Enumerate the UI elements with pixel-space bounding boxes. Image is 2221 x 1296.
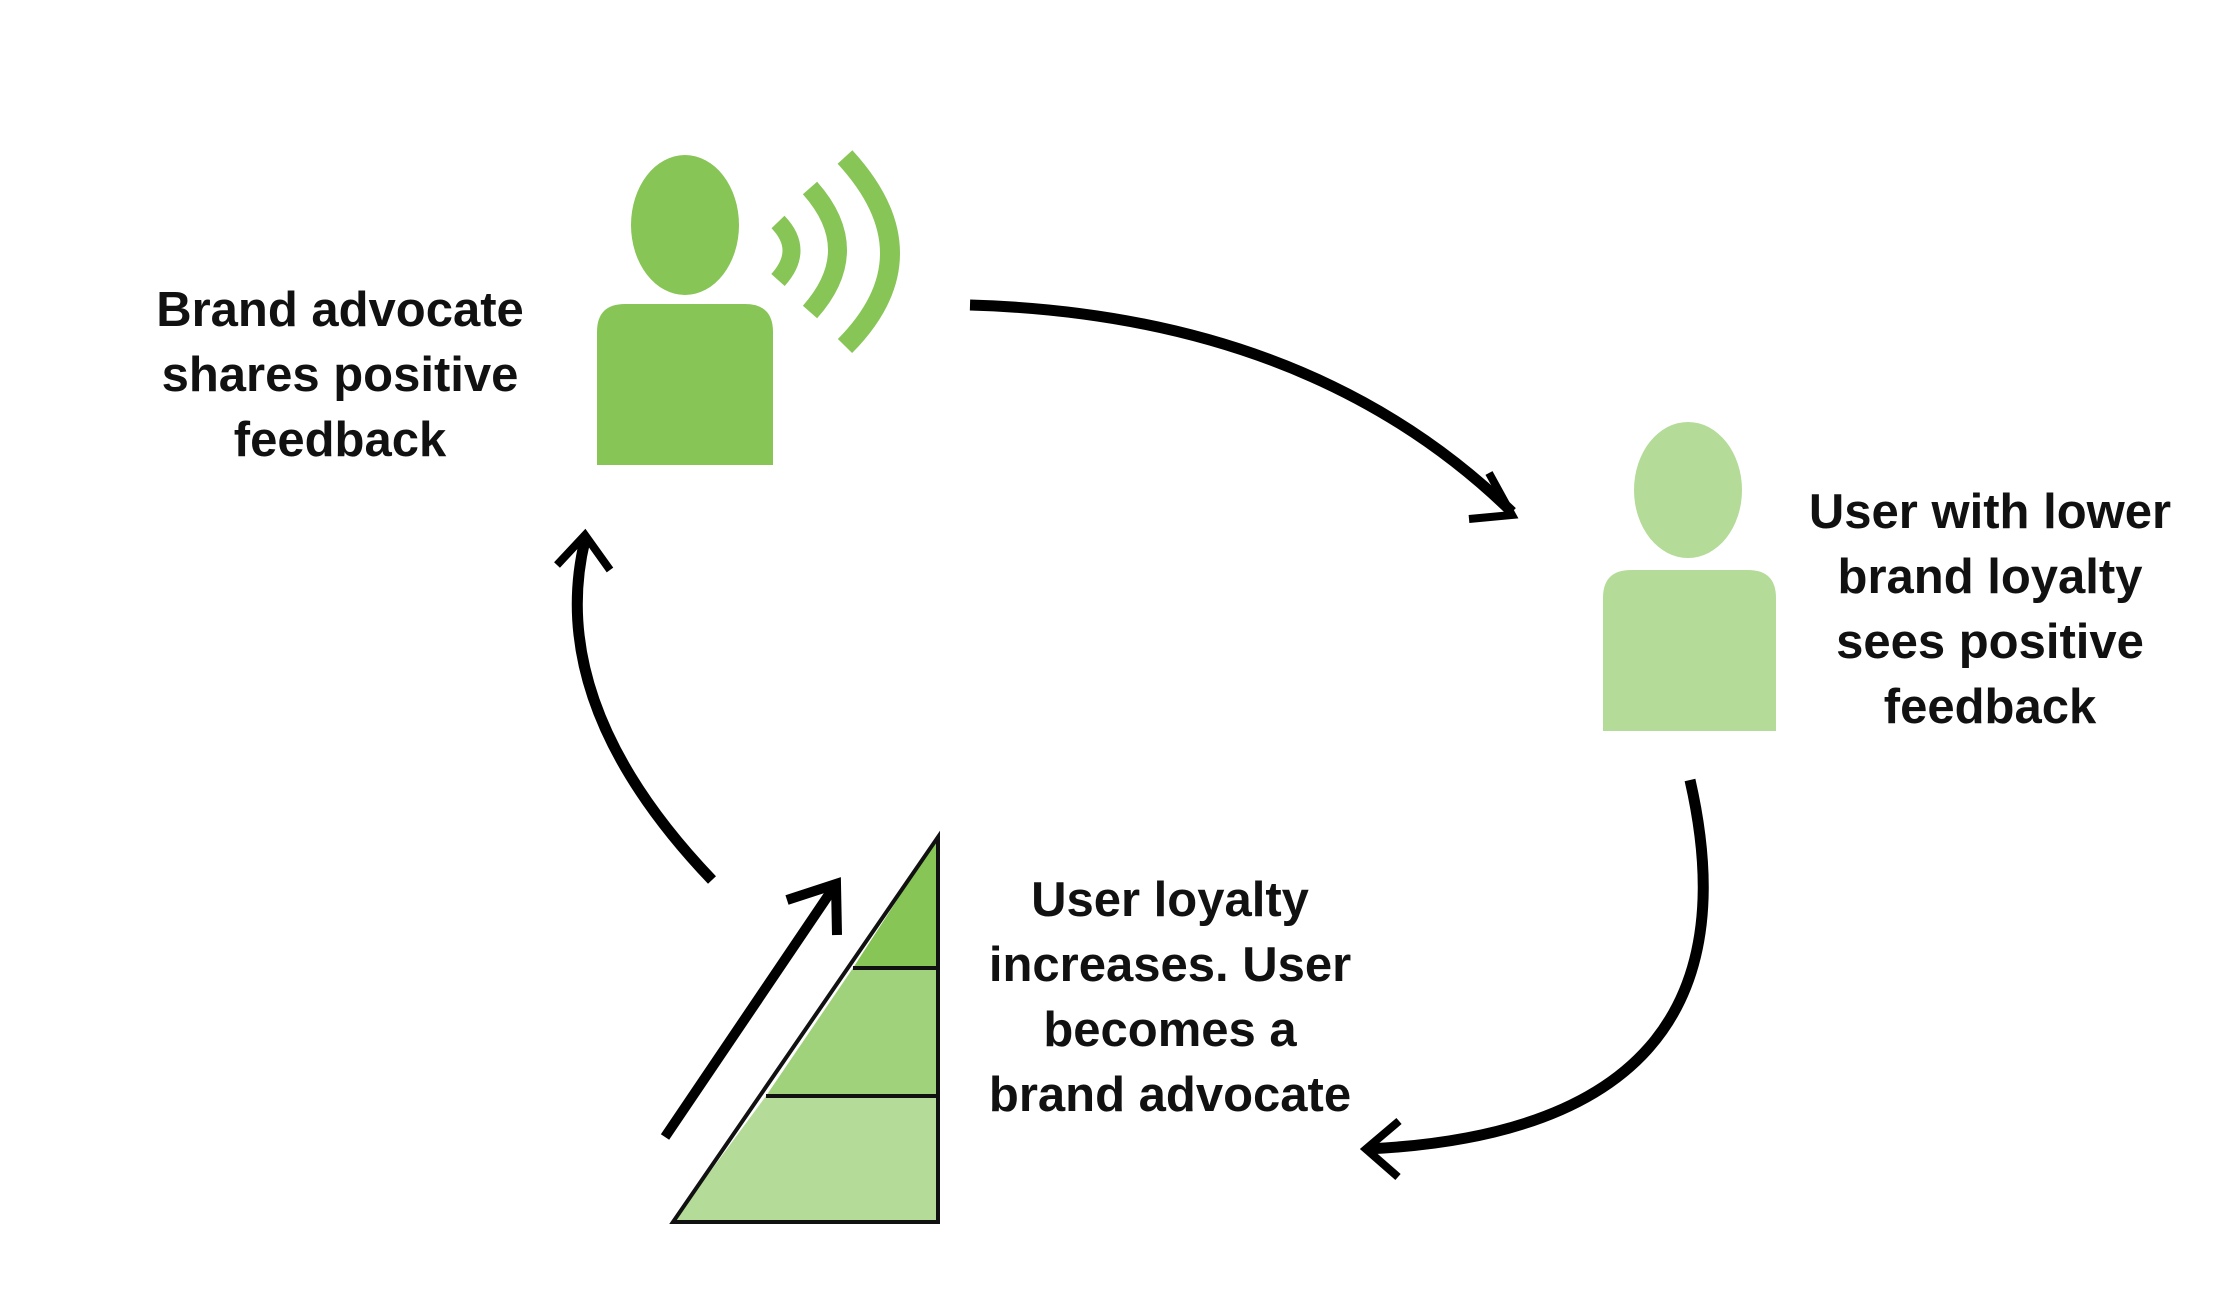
cycle-arrow-loyalty-to-advocate [554,528,716,884]
lower-loyalty-label-line: feedback [1883,680,2097,734]
arrow-curve [571,538,716,884]
loyalty-increase-label-line: brand advocate [988,1068,1352,1122]
lower-loyalty-label-line: sees positive [1836,615,2144,669]
lower-loyalty-user-label: User with lower brand loyalty sees posit… [1760,480,2220,740]
staircase-outline [669,830,940,1224]
arrow-head [554,528,614,573]
user-body [1603,570,1776,731]
sound-wave-large [837,150,900,354]
advocate-label: Brand advocate shares positive feedback [120,278,560,473]
cycle-arrow-advocate-to-user [969,299,1519,523]
increase-arrow-icon [660,877,842,1140]
lower-loyalty-label-line: User with lower [1808,485,2172,539]
arrow-head [1359,1117,1402,1181]
loyalty-staircase-icon [669,830,940,1224]
speaking-person-icon [597,150,900,465]
loyalty-increase-label: User loyalty increases. User becomes a b… [940,868,1400,1128]
increase-arrow-shaft [660,884,839,1140]
staircase-level-bottom [673,1096,938,1222]
advocate-label-line: Brand advocate [156,283,524,337]
user-head [1634,422,1742,558]
staircase-level-middle [766,968,938,1096]
person-icon [1603,422,1776,731]
loyalty-increase-label-line: becomes a [1043,1003,1297,1057]
arrow-curve [969,299,1516,516]
advocate-label-line: shares positive [161,348,519,402]
advocate-label-line: feedback [233,413,447,467]
sound-wave-medium [802,181,847,319]
advocate-head [631,155,739,295]
arrow-curve [1366,778,1709,1155]
lower-loyalty-label-line: brand loyalty [1837,550,2143,604]
advocate-body [597,304,773,465]
loyalty-increase-label-line: increases. User [988,938,1352,992]
arrow-head [1468,471,1519,523]
loyalty-increase-label-line: User loyalty [1031,873,1309,927]
sound-wave-small [771,215,801,287]
cycle-arrow-user-to-loyalty [1359,778,1709,1181]
increase-arrow-head [785,877,842,936]
